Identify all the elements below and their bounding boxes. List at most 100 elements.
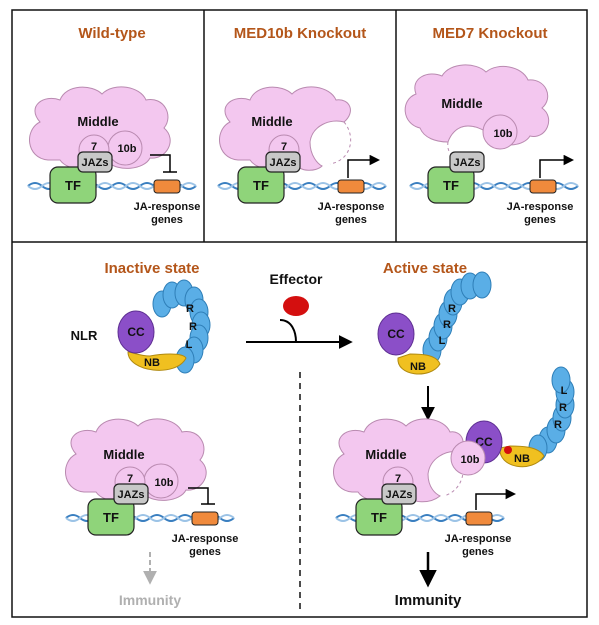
jazs-box <box>77 151 113 173</box>
immunity-faded-label: Immunity <box>119 592 181 608</box>
activation-arrow <box>347 154 381 178</box>
panel-title: MED10b Knockout <box>234 25 367 42</box>
panel-title: Wild-type <box>78 25 145 42</box>
jazs-box <box>449 151 485 173</box>
jazs-label: JAZs <box>454 157 481 169</box>
effector-binding-line <box>279 319 297 343</box>
nb-label: NB <box>514 453 530 465</box>
med7-label: 7 <box>395 473 401 485</box>
med7-label: 7 <box>91 141 97 153</box>
immunity-label: Immunity <box>395 592 462 609</box>
jazs-box <box>381 483 417 505</box>
lrr-domain <box>528 366 575 462</box>
nlr-label: NLR <box>71 328 98 343</box>
tf-box <box>49 166 97 204</box>
activation-arrow <box>475 488 517 510</box>
lrr-letter: R <box>559 402 567 414</box>
active-state-title: Active state <box>383 260 467 277</box>
tf-label: TF <box>65 178 81 193</box>
genes-label-line1: JA-response <box>172 533 239 545</box>
gene-box <box>153 179 181 194</box>
panel-wild-type: Wild-type Middle 10b 7 TF JAZs JA-respon… <box>27 25 201 226</box>
lrr-domain <box>422 271 492 364</box>
genes-label-line2: genes <box>524 214 556 226</box>
middle-label: Middle <box>365 447 406 462</box>
med10b-subunit <box>450 440 486 476</box>
jazs-box <box>265 151 301 173</box>
repression-line <box>188 487 209 504</box>
middle-label: Middle <box>103 447 144 462</box>
panel-title: MED7 Knockout <box>432 25 547 42</box>
jazs-label: JAZs <box>386 489 413 501</box>
mediator-middle-module <box>219 86 351 171</box>
effector-icon <box>283 296 309 316</box>
genes-label-line2: genes <box>462 546 494 558</box>
med10b-label: 10b <box>155 477 174 489</box>
jazs-box <box>113 483 149 505</box>
repression-line <box>150 154 171 172</box>
lrr-letter: L <box>186 339 193 351</box>
outer-border <box>11 9 588 618</box>
gene-box <box>465 511 493 526</box>
jazs-label: JAZs <box>270 157 297 169</box>
tf-label: TF <box>253 178 269 193</box>
med10b-label: 10b <box>494 128 513 140</box>
panel-med10b-knockout: MED10b Knockout Middle 7 TF JAZs JA-resp… <box>217 25 387 226</box>
genes-label-line1: JA-response <box>318 201 385 213</box>
genes-label-line1: JA-response <box>134 201 201 213</box>
lrr-letter: R <box>448 303 456 315</box>
genes-label-line2: genes <box>335 214 367 226</box>
nlr-bound: L R R NB CC <box>465 366 575 468</box>
med10b-subunit <box>482 114 518 150</box>
genes-label-line1: JA-response <box>507 201 574 213</box>
jazs-label: JAZs <box>82 157 109 169</box>
med10b-label: 10b <box>461 454 480 466</box>
gene-box <box>529 179 557 194</box>
effector-label: Effector <box>270 271 323 287</box>
nb-domain <box>397 353 441 375</box>
tf-label: TF <box>371 510 387 525</box>
cc-label: CC <box>127 325 145 339</box>
nb-label: NB <box>144 357 160 369</box>
genes-label-line2: genes <box>151 214 183 226</box>
cc-domain <box>377 312 415 356</box>
activation-arrow <box>539 154 575 178</box>
gene-box <box>191 511 219 526</box>
nb-label: NB <box>410 361 426 373</box>
released-med10b-outline <box>443 451 464 497</box>
nlr-active: R R L NB CC <box>377 271 492 375</box>
nb-domain <box>127 351 187 371</box>
tf-label: TF <box>443 178 459 193</box>
lrr-letter: R <box>443 319 451 331</box>
missing-med10b-outline <box>329 121 352 165</box>
lrr-letter: L <box>439 335 446 347</box>
genes-label-line1: JA-response <box>445 533 512 545</box>
med10b-label: 10b <box>118 143 137 155</box>
middle-label: Middle <box>251 114 292 129</box>
med7-label: 7 <box>281 141 287 153</box>
middle-label: Middle <box>77 114 118 129</box>
inactive-state-title: Inactive state <box>104 260 199 277</box>
tf-box <box>87 498 135 536</box>
panel-med7-knockout: MED7 Knockout Middle 10b TF JAZs JA-resp… <box>404 25 579 226</box>
lrr-letter: R <box>554 419 562 431</box>
lrr-letter: R <box>186 303 194 315</box>
gene-box <box>337 179 365 194</box>
effector-icon <box>504 446 512 454</box>
complex-active: Middle 7 TF JAZs JA-response genes Immun… <box>333 366 575 609</box>
mediator-middle-module <box>333 418 464 503</box>
tf-label: TF <box>103 510 119 525</box>
tf-box <box>355 498 403 536</box>
tf-box <box>237 166 285 204</box>
jazs-label: JAZs <box>118 489 145 501</box>
nlr-inactive: NLR R R L NB CC <box>71 279 211 374</box>
middle-label: Middle <box>441 96 482 111</box>
genes-label-line2: genes <box>189 546 221 558</box>
cc-domain <box>117 310 155 354</box>
lrr-letter: L <box>561 385 568 397</box>
lrr-letter: R <box>189 321 197 333</box>
med7-label: 7 <box>127 473 133 485</box>
complex-inactive: Middle 10b 7 TF JAZs JA-response genes I… <box>65 418 239 608</box>
cc-label: CC <box>387 327 405 341</box>
